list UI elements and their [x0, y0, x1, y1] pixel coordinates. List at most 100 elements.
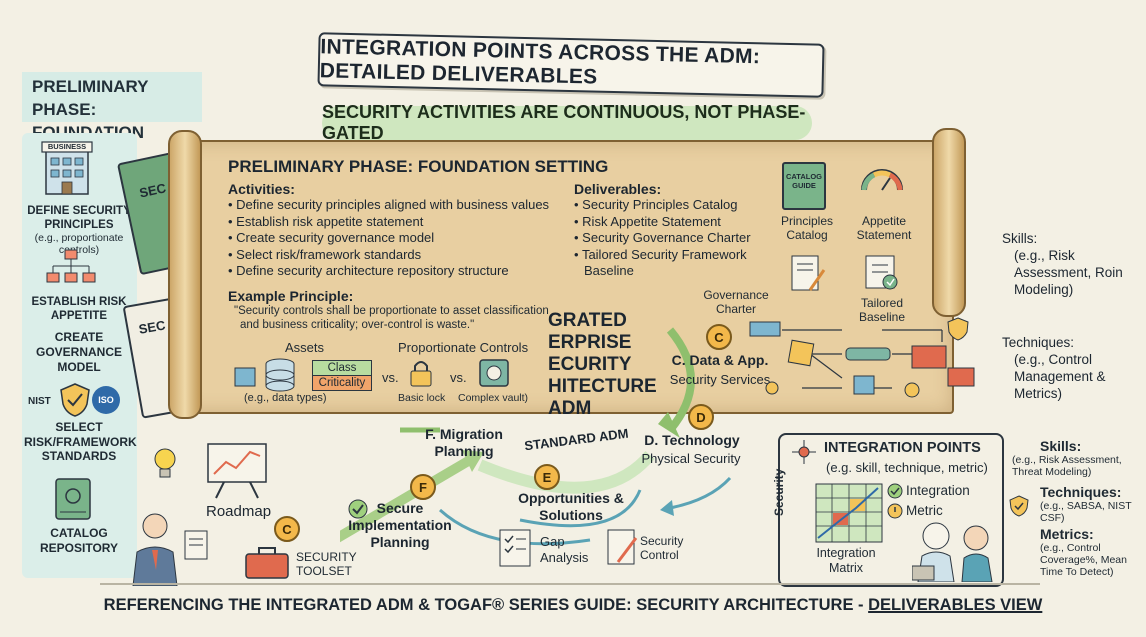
phase-badge-f-text: F	[419, 479, 427, 495]
scroll-roll-left	[168, 130, 202, 419]
shield-check-icon	[60, 383, 90, 417]
adm-center-line: GRATED	[548, 310, 627, 331]
right-techniques: Techniques: (e.g., Control Management & …	[1002, 334, 1142, 402]
proportionate-controls-label: Proportionate Controls	[398, 340, 529, 355]
metric-legend-label: Metric	[906, 503, 943, 518]
catalog-guide-text: CATALOG GUIDE	[786, 172, 822, 190]
assets-label: Assets	[285, 340, 325, 355]
check-circle-icon	[348, 499, 368, 519]
title-banner: INTEGRATION POINTS ACROSS THE ADM: DETAI…	[317, 32, 825, 98]
footer-text: REFERENCING THE INTEGRATED ADM & TOGAF® …	[103, 596, 869, 614]
iso-badge: ISO	[92, 386, 120, 414]
activity-item: Define security architecture repository …	[228, 263, 568, 280]
activity-item: Establish risk appetite statement	[228, 214, 568, 231]
phase-e-title: Opportunities & Solutions	[518, 490, 624, 523]
phase-f-title: F. Migration Planning	[425, 426, 503, 459]
adm-center-line: ERPRISE	[548, 332, 632, 353]
class-tag-text: Class	[327, 362, 357, 374]
appetite-statement-label: Appetite Statement	[856, 214, 912, 242]
building-label: BUSINESS	[47, 142, 87, 151]
left-item-standards: SELECT RISK/FRAMEWORK STANDARDS	[24, 420, 137, 463]
page-title: INTEGRATION POINTS ACROSS THE ADM: DETAI…	[319, 35, 761, 89]
background-book-1-text: SEC	[137, 180, 168, 201]
integration-subtitle: (e.g. skill, technique, metric)	[826, 460, 988, 475]
integration-check-icon	[887, 483, 903, 499]
activities-block: Activities: Define security principles a…	[228, 181, 568, 280]
hierarchy-icon	[46, 249, 96, 283]
security-toolset-label: SECURITY TOOLSET	[296, 550, 357, 578]
vs-label-2: vs.	[450, 370, 467, 385]
phase-badge-d-text: D	[696, 409, 706, 425]
phase-badge-c2-text: C	[282, 521, 292, 537]
phase-c-subtitle: Security Services	[669, 372, 771, 387]
vault-icon	[479, 359, 509, 387]
background-book-2-text: SEC	[137, 317, 167, 337]
toolbox-icon	[245, 547, 289, 579]
integration-title: INTEGRATION POINTS	[824, 440, 981, 456]
integration-matrix-grid	[815, 483, 883, 543]
gap-analysis-label: Gap Analysis	[540, 534, 589, 565]
activities-heading: Activities:	[228, 181, 295, 197]
checklist-icon	[865, 255, 898, 290]
adm-center-line: HITECTURE	[548, 376, 657, 397]
network-icon	[792, 440, 816, 464]
security-control-label: Security Control	[640, 534, 684, 562]
phase-badge-d: D	[688, 404, 714, 430]
example-quote-line2: and business criticality; over-control i…	[240, 319, 475, 331]
activity-item: Create security governance model	[228, 230, 568, 247]
gap-analysis-icon	[499, 529, 531, 567]
phase-badge-e-text: E	[542, 469, 552, 485]
activity-item: Select risk/framework standards	[228, 247, 568, 264]
presentation-board-icon	[207, 443, 267, 499]
right-techniques-title: Techniques:	[1002, 335, 1075, 350]
vs-label-1: vs.	[382, 370, 399, 385]
left-item-governance: CREATE GOVERNANCE MODEL	[35, 330, 122, 374]
phase-d-title: D. Technology	[644, 432, 740, 448]
phase-badge-e: E	[534, 464, 560, 490]
deliverable-item-cont: Baseline	[584, 263, 634, 278]
ground-line	[100, 583, 1040, 585]
team-illustration	[912, 522, 993, 582]
left-title-box: PRELIMINARY PHASE: FOUNDATION SETTING	[22, 72, 202, 165]
iso-label: ISO	[98, 395, 114, 405]
example-quote-line1: "Security controls shall be proportionat…	[234, 305, 549, 317]
adm-center-line: ECURITY	[548, 354, 632, 375]
criticality-tag-text: Criticality	[318, 377, 366, 389]
phase-badge-c: C	[706, 324, 732, 350]
building-icon	[41, 141, 93, 195]
integration-matrix-label: Integration Matrix	[816, 546, 876, 575]
phase-badge-f: F	[410, 474, 436, 500]
integration-skills: Skills: (e.g., Risk Assessment, Threat M…	[1012, 438, 1142, 478]
integration-metrics-text: (e.g., Control Coverage%, Mean Time To D…	[1040, 542, 1127, 578]
footer-emphasis: DELIVERABLES VIEW	[868, 596, 1043, 614]
deliverable-item: Tailored Security Framework	[574, 247, 774, 264]
principles-catalog-label: Principles Catalog	[780, 214, 834, 242]
integration-security-label: Security	[772, 468, 786, 516]
padlock-icon	[410, 361, 432, 387]
person-illustration	[132, 513, 178, 586]
right-techniques-text: (e.g., Control Management & Metrics)	[1014, 352, 1106, 401]
left-item-catalog: CATALOG REPOSITORY	[39, 526, 119, 555]
assets-note: (e.g., data types)	[244, 392, 327, 404]
adm-center-label: GRATED ERPRISE ECURITY HITECTURE ADM	[548, 310, 657, 420]
example-heading: Example Principle:	[228, 288, 354, 304]
integration-techniques-title: Techniques:	[1040, 484, 1122, 500]
scroll-title: PRELIMINARY PHASE: FOUNDATION SETTING	[228, 157, 609, 176]
catalog-guide-book: CATALOG GUIDE	[782, 162, 826, 210]
phase-f2-title: Secure Implementation Planning	[348, 500, 452, 550]
deliverable-item: Security Principles Catalog	[574, 197, 774, 214]
integration-techniques: Techniques: (e.g., SABSA, NIST CSF)	[1040, 484, 1144, 524]
lightbulb-icon	[154, 448, 176, 478]
integration-techniques-text: (e.g., SABSA, NIST CSF)	[1040, 500, 1132, 524]
subtitle-ribbon: SECURITY ACTIVITIES ARE CONTINUOUS, NOT …	[322, 102, 812, 143]
right-shield-icon	[1009, 495, 1029, 517]
footer-reference: REFERENCING THE INTEGRATED ADM & TOGAF® …	[0, 596, 1146, 615]
integration-skills-title: Skills:	[1040, 438, 1082, 454]
nist-label: NIST	[28, 396, 51, 407]
right-skills-text: (e.g., Risk Assessment, Roin Modeling)	[1014, 248, 1123, 297]
document-pen-icon	[791, 255, 826, 291]
subtitle-text: SECURITY ACTIVITIES ARE CONTINUOUS, NOT …	[322, 102, 806, 143]
gauge-icon	[861, 169, 903, 191]
adm-center-line: ADM	[548, 398, 592, 419]
phase-badge-c2: C	[274, 516, 300, 542]
